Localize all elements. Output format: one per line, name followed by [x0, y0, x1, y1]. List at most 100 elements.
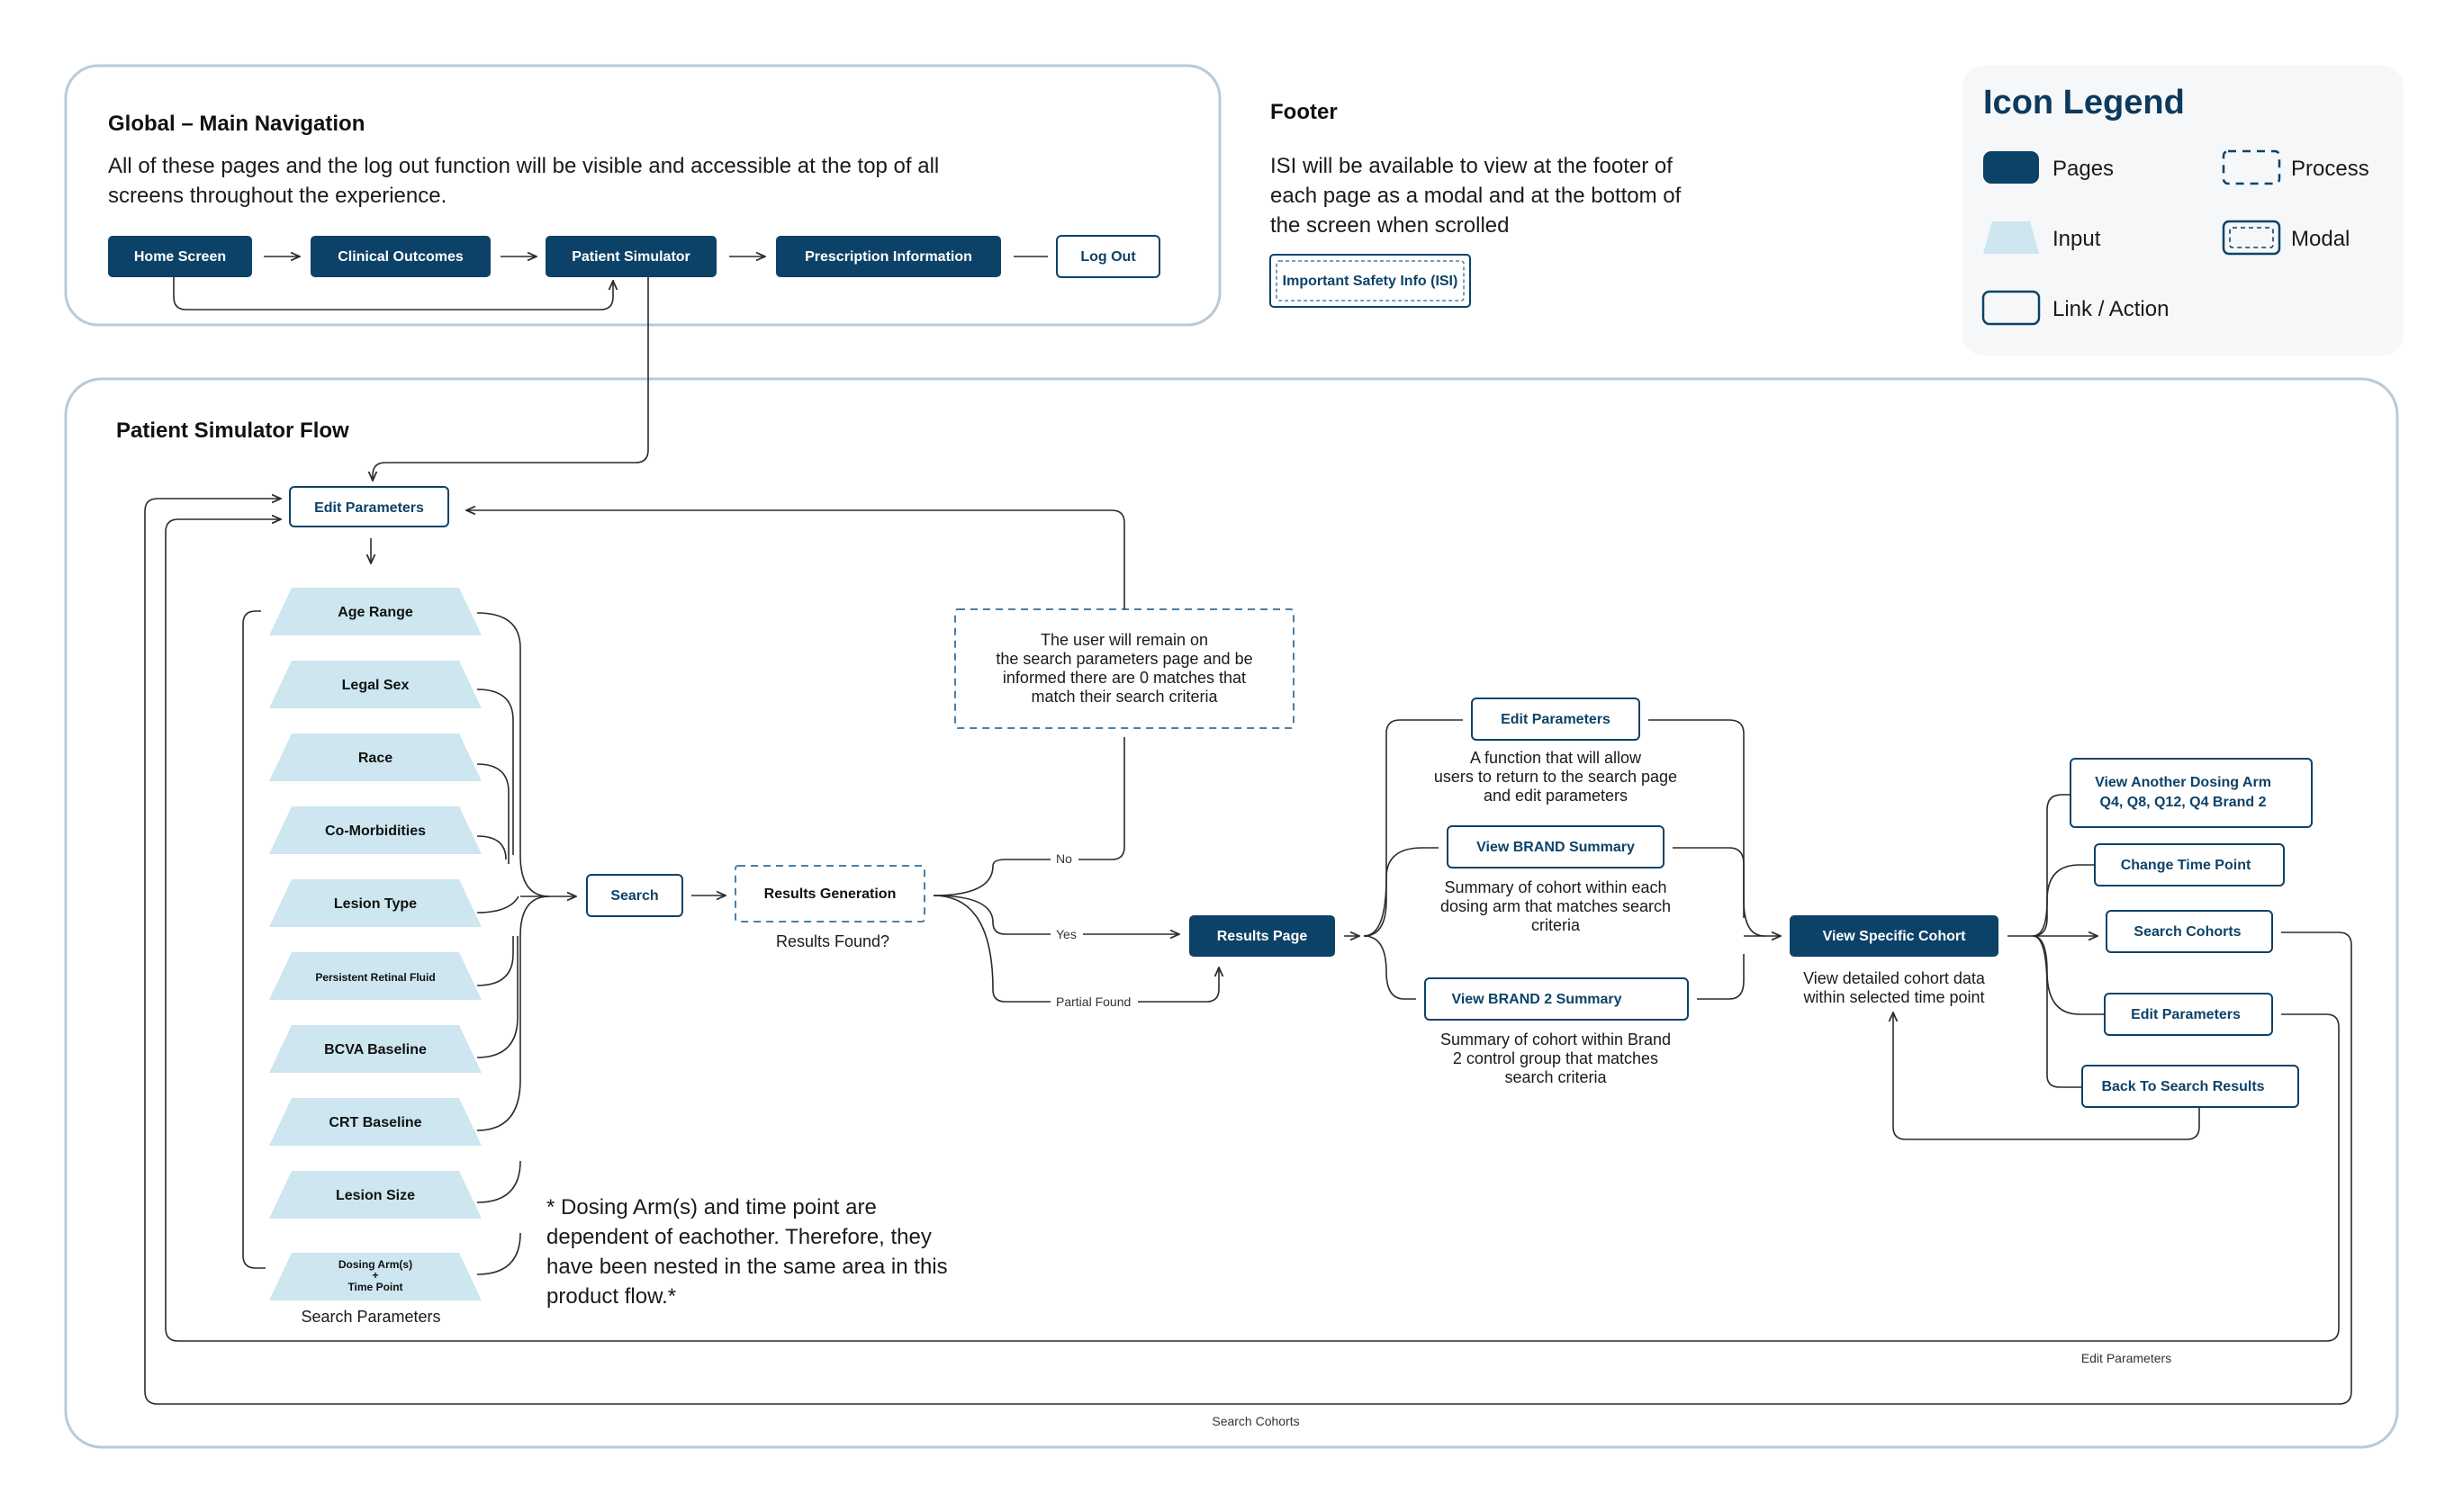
svg-text:Q4, Q8, Q12, Q4 Brand 2: Q4, Q8, Q12, Q4 Brand 2 — [2100, 795, 2267, 810]
change-time-point-link[interactable]: Change Time Point — [2094, 843, 2285, 886]
legend-modal-swatch — [2222, 220, 2281, 256]
svg-text:Patient Simulator: Patient Simulator — [572, 249, 690, 265]
global-nav-desc-2: screens throughout the experience. — [108, 184, 447, 208]
svg-text:Search Cohorts: Search Cohorts — [2134, 924, 2241, 940]
svg-text:the search parameters page and: the search parameters page and be — [996, 650, 1252, 668]
legend-link-label: Link / Action — [2052, 297, 2169, 321]
svg-text:Clinical Outcomes: Clinical Outcomes — [338, 249, 464, 265]
svg-text:match their search criteria: match their search criteria — [1031, 688, 1218, 706]
input-race[interactable]: Race — [269, 734, 482, 781]
edge-label-partial: Partial Found — [1056, 994, 1131, 1009]
global-nav-title: Global – Main Navigation — [108, 112, 365, 136]
flow-connectors — [144, 499, 2352, 1405]
results-page-button[interactable]: Results Page — [1189, 915, 1335, 957]
nav-clinical-outcomes-button[interactable]: Clinical Outcomes — [311, 236, 491, 277]
input-label: Co-Morbidities — [325, 824, 426, 839]
global-nav-connectors — [173, 256, 1048, 481]
input-co-morbidities[interactable]: Co-Morbidities — [269, 806, 482, 854]
svg-text:View Specific Cohort: View Specific Cohort — [1823, 929, 1967, 944]
legend-process-swatch — [2222, 149, 2281, 185]
loop-search-cohorts-label: Search Cohorts — [1212, 1414, 1299, 1428]
legend-process-label: Process — [2291, 157, 2369, 181]
results-generation-process: Results Generation — [735, 865, 925, 922]
no-match-process: The user will remain on the search param… — [954, 608, 1295, 729]
svg-text:Dosing Arm(s): Dosing Arm(s) — [338, 1258, 412, 1271]
svg-text:Change Time Point: Change Time Point — [2121, 858, 2251, 873]
footer-title: Footer — [1270, 100, 1338, 124]
input-label: Lesion Size — [336, 1188, 415, 1203]
svg-text:Prescription Information: Prescription Information — [805, 249, 972, 265]
cohort-desc-2: within selected time point — [1802, 988, 1984, 1006]
edit-parameters-link-3[interactable]: Edit Parameters — [2104, 993, 2273, 1036]
svg-text:Important Safety Info (ISI): Important Safety Info (ISI) — [1283, 274, 1458, 289]
input-label: BCVA Baseline — [324, 1042, 427, 1058]
svg-text:informed there are 0 matches t: informed there are 0 matches that — [1003, 669, 1246, 687]
results-found-label: Results Found? — [776, 932, 889, 950]
svg-text:View Another Dosing Arm: View Another Dosing Arm — [2095, 775, 2271, 790]
input-lesion-type[interactable]: Lesion Type — [269, 879, 482, 927]
edit-params-desc-3: and edit parameters — [1484, 787, 1628, 805]
note-line-4: product flow.* — [546, 1284, 676, 1309]
footer-desc-1: ISI will be available to view at the foo… — [1270, 154, 1673, 178]
input-label: Race — [358, 751, 392, 766]
input-persistent-retinal-fluid[interactable]: Persistent Retinal Fluid — [269, 952, 482, 1000]
nav-home-screen-button[interactable]: Home Screen — [108, 236, 252, 277]
nav-log-out-link[interactable]: Log Out — [1056, 235, 1160, 278]
input-age-range[interactable]: Age Range — [269, 588, 482, 635]
brand2-desc-2: 2 control group that matches — [1453, 1049, 1658, 1067]
legend-input-label: Input — [2052, 227, 2101, 251]
view-another-dosing-arm-link[interactable]: View Another Dosing Arm Q4, Q8, Q12, Q4 … — [2070, 758, 2313, 828]
svg-text:Results Generation: Results Generation — [764, 886, 897, 902]
brand2-desc-1: Summary of cohort within Brand — [1440, 1030, 1671, 1048]
edge-label-no: No — [1056, 851, 1072, 866]
svg-text:Edit Parameters: Edit Parameters — [1501, 712, 1610, 727]
back-to-search-results-link[interactable]: Back To Search Results — [2081, 1065, 2299, 1108]
edge-label-yes: Yes — [1056, 927, 1077, 941]
edit-params-desc-1: A function that will allow — [1470, 749, 1642, 767]
edit-parameters-link-2[interactable]: Edit Parameters — [1471, 698, 1640, 741]
global-nav-frame — [64, 64, 1222, 327]
note-line-3: have been nested in the same area in thi… — [546, 1255, 948, 1279]
brand-desc-2: dosing arm that matches search — [1440, 897, 1671, 915]
svg-text:View BRAND Summary: View BRAND Summary — [1476, 840, 1635, 855]
flow-title: Patient Simulator Flow — [116, 418, 349, 443]
note-line-1: * Dosing Arm(s) and time point are — [546, 1195, 877, 1220]
cohort-desc-1: View detailed cohort data — [1803, 969, 1986, 987]
input-legal-sex[interactable]: Legal Sex — [269, 661, 482, 708]
patient-simulator-frame — [64, 377, 2399, 1449]
brand-desc-1: Summary of cohort within each — [1444, 878, 1666, 896]
global-nav-desc-1: All of these pages and the log out funct… — [108, 154, 939, 178]
search-cohorts-link[interactable]: Search Cohorts — [2106, 910, 2273, 953]
input-label: Legal Sex — [342, 678, 410, 693]
input-label: Persistent Retinal Fluid — [315, 971, 435, 984]
input-bcva-baseline[interactable]: BCVA Baseline — [269, 1025, 482, 1073]
legend-input-swatch — [1983, 221, 2039, 254]
brand2-desc-3: search criteria — [1504, 1068, 1607, 1086]
input-dosing-arm-time-point[interactable]: Dosing Arm(s) + Time Point — [269, 1253, 482, 1300]
brand-desc-3: criteria — [1531, 916, 1581, 934]
nav-patient-simulator-button[interactable]: Patient Simulator — [546, 236, 717, 277]
legend-link-swatch — [1981, 290, 2041, 326]
view-specific-cohort-button[interactable]: View Specific Cohort — [1790, 915, 1998, 957]
legend-title: Icon Legend — [1983, 84, 2185, 122]
legend-pages-label: Pages — [2052, 157, 2114, 181]
icon-legend-panel — [1962, 66, 2404, 356]
legend-pages-swatch — [1983, 151, 2039, 184]
svg-text:Back To Search Results: Back To Search Results — [2101, 1079, 2264, 1094]
view-brand-summary-link[interactable]: View BRAND Summary — [1447, 825, 1665, 868]
search-button[interactable]: Search — [586, 874, 683, 917]
footer-desc-2: each page as a modal and at the bottom o… — [1270, 184, 1682, 208]
svg-text:Results Page: Results Page — [1217, 929, 1308, 944]
input-label: Lesion Type — [334, 896, 417, 912]
nav-prescription-information-button[interactable]: Prescription Information — [776, 236, 1001, 277]
note-line-2: dependent of eachother. Therefore, they — [546, 1225, 932, 1249]
input-crt-baseline[interactable]: CRT Baseline — [269, 1098, 482, 1146]
svg-text:Search: Search — [610, 888, 658, 904]
input-lesion-size[interactable]: Lesion Size — [269, 1171, 482, 1219]
edit-parameters-link[interactable]: Edit Parameters — [289, 486, 449, 527]
isi-modal-button[interactable]: Important Safety Info (ISI) — [1269, 254, 1471, 308]
view-brand2-summary-link[interactable]: View BRAND 2 Summary — [1424, 977, 1689, 1021]
legend-modal-label: Modal — [2291, 227, 2350, 251]
